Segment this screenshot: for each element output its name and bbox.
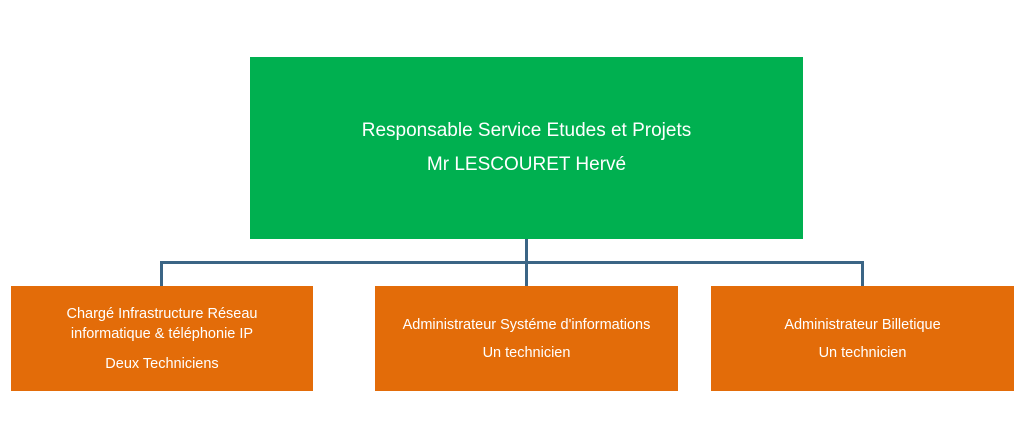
node-role-label-line2: informatique & téléphonie IP xyxy=(70,325,254,342)
head-role-label: Responsable Service Etudes et Projets xyxy=(361,120,692,141)
node-staff-label: Un technicien xyxy=(482,344,571,361)
org-node-information-systems: Administrateur Systéme d'informations Un… xyxy=(375,286,678,391)
node-role-label: Administrateur Systéme d'informations xyxy=(402,316,651,333)
connector-drop-left xyxy=(160,261,163,286)
connector-horizontal-bar xyxy=(160,261,864,264)
connector-drop-right xyxy=(861,261,864,286)
node-role-label-line1: Chargé Infrastructure Réseau xyxy=(66,305,258,322)
org-node-head: Responsable Service Etudes et Projets Mr… xyxy=(250,57,803,239)
node-role-label: Administrateur Billetique xyxy=(784,316,941,333)
head-person-name: Mr LESCOURET Hervé xyxy=(426,154,627,175)
node-staff-label: Deux Techniciens xyxy=(105,355,219,372)
org-node-network-infrastructure: Chargé Infrastructure Réseau informatiqu… xyxy=(11,286,313,391)
org-node-ticketing: Administrateur Billetique Un technicien xyxy=(711,286,1014,391)
node-staff-label: Un technicien xyxy=(818,344,907,361)
